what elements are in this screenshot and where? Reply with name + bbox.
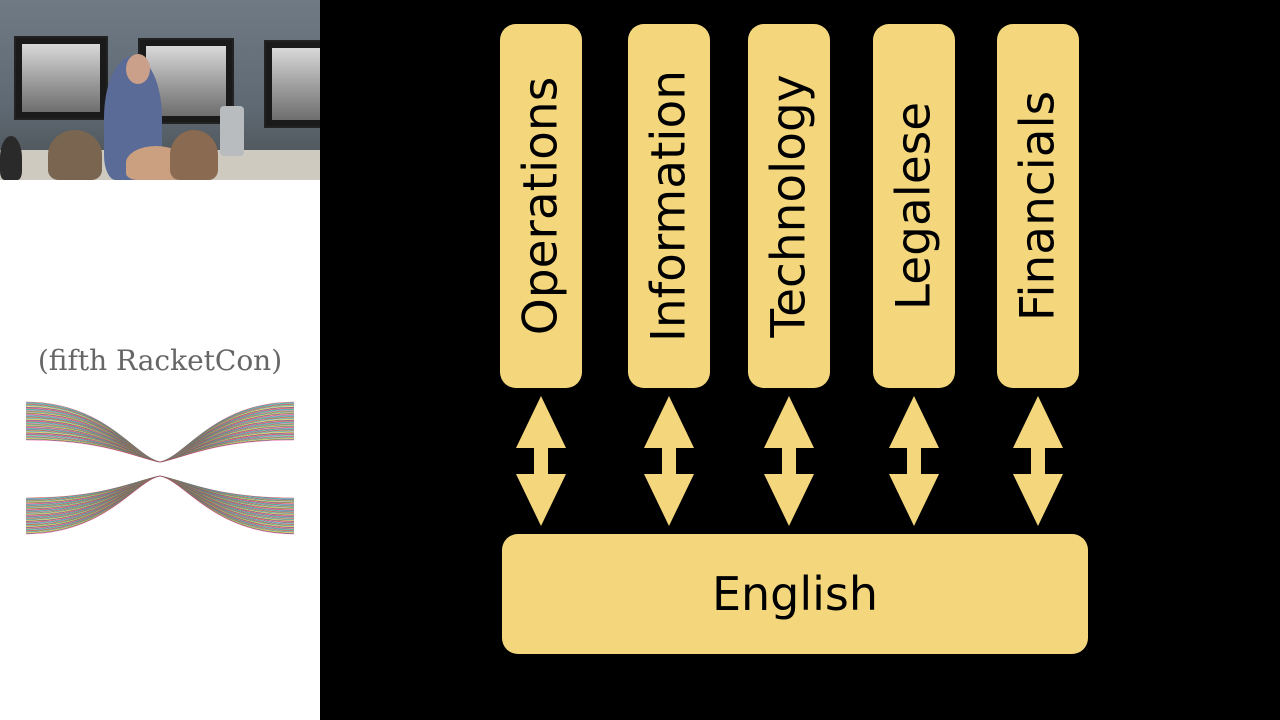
pillar-technology: Technology — [748, 24, 830, 388]
pillar-label: Legalese — [886, 101, 942, 311]
double-arrow-icon — [764, 396, 814, 526]
double-arrow-icon — [889, 396, 939, 526]
pillar-operations: Operations — [500, 24, 582, 388]
pillar-label: Technology — [761, 74, 817, 338]
pillar-label: Financials — [1010, 90, 1066, 322]
speaker-video-thumbnail[interactable] — [0, 0, 320, 180]
event-title: (fifth RacketCon) — [37, 344, 283, 377]
double-arrow-icon — [1013, 396, 1063, 526]
pillar-legalese: Legalese — [873, 24, 955, 388]
speaker-panel: (fifth RacketCon) — [0, 0, 320, 720]
audience-member — [170, 130, 218, 180]
water-dispenser — [220, 106, 244, 156]
pillar-financials: Financials — [997, 24, 1079, 388]
english-label: English — [711, 567, 879, 621]
audience-member — [0, 136, 22, 180]
wall-photo — [264, 40, 320, 128]
wall-photo — [14, 36, 108, 120]
double-arrow-icon — [516, 396, 566, 526]
double-arrow-icon — [644, 396, 694, 526]
pillar-label: Information — [641, 69, 697, 343]
speaker-head — [126, 54, 150, 84]
racketcon-logo-art — [26, 401, 294, 535]
english-base-box: English — [502, 534, 1088, 654]
pillar-information: Information — [628, 24, 710, 388]
audience-member — [48, 130, 102, 180]
pillar-label: Operations — [513, 76, 569, 336]
